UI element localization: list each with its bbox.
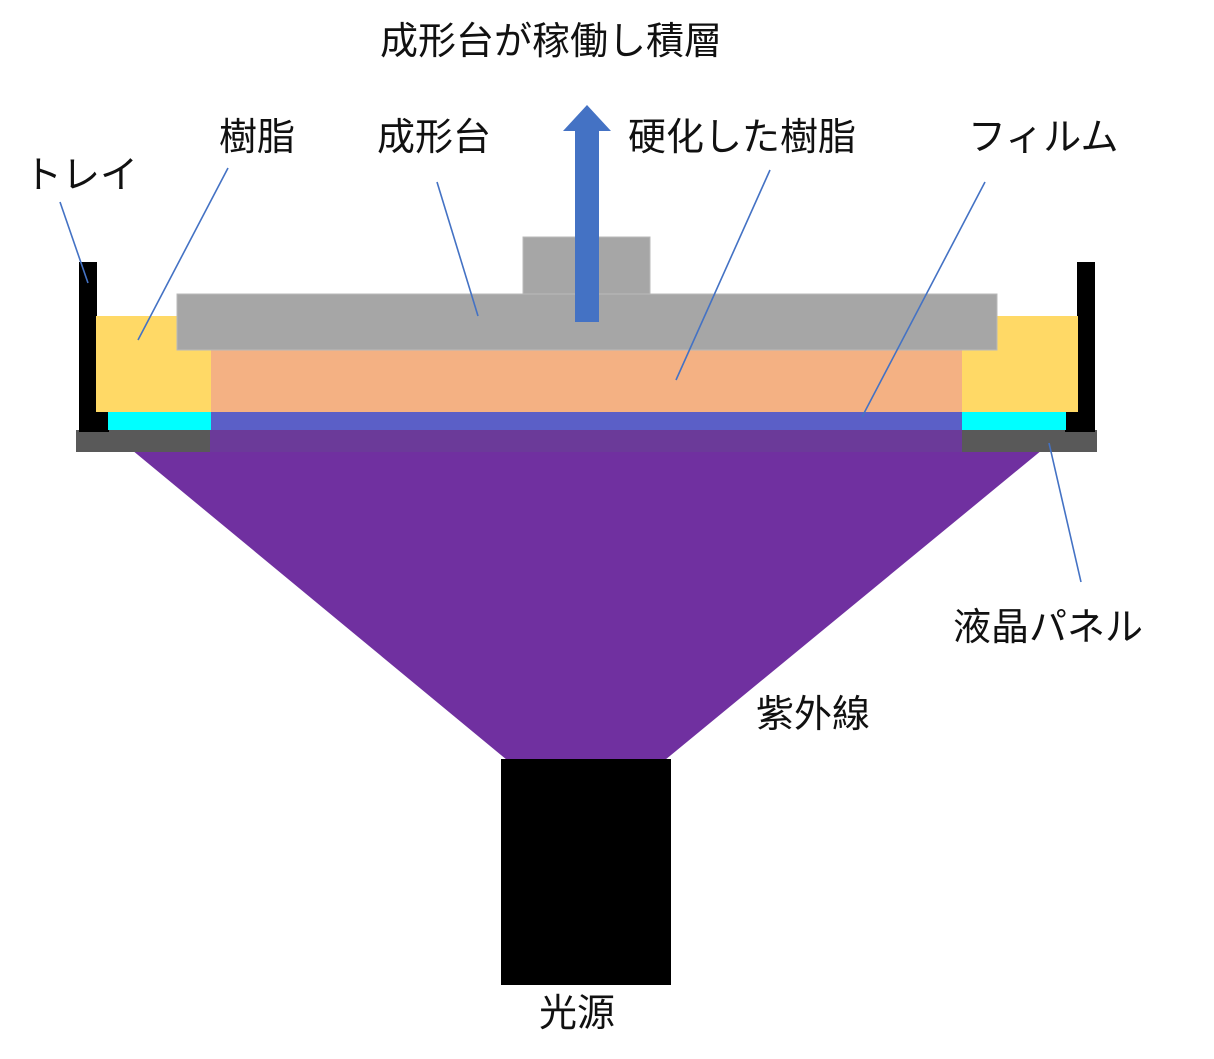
leader-cured-resin xyxy=(675,169,771,381)
leader-film xyxy=(861,181,986,418)
tray-left-wall xyxy=(79,262,97,432)
tray-right-wall xyxy=(1077,262,1095,432)
tray-left-floor xyxy=(79,412,109,432)
leader-resin xyxy=(137,167,229,341)
uv-light-cone xyxy=(132,450,1042,760)
film-right xyxy=(962,412,1066,430)
lcd-panel-active-area xyxy=(210,430,962,452)
leader-build-platform xyxy=(436,181,479,317)
label-build-platform: 成形台 xyxy=(377,115,491,159)
label-film: フィルム xyxy=(968,115,1118,159)
label-resin: 樹脂 xyxy=(219,115,295,159)
film-left xyxy=(108,412,211,430)
leader-lcd-panel xyxy=(1048,442,1082,583)
tray-right-floor xyxy=(1065,412,1095,432)
label-uv-light: 紫外線 xyxy=(756,692,870,736)
label-lcd-panel: 液晶パネル xyxy=(953,605,1143,649)
lift-arrow-head xyxy=(563,105,611,131)
label-light-source: 光源 xyxy=(539,991,615,1035)
label-tray: トレイ xyxy=(24,153,138,197)
label-cured-resin: 硬化した樹脂 xyxy=(628,115,856,159)
film-center xyxy=(211,412,962,430)
light-source-box xyxy=(501,759,671,985)
leader-tray xyxy=(59,201,89,284)
cured-resin xyxy=(211,349,962,412)
diagram-title: 成形台が稼働し積層 xyxy=(380,19,722,63)
lift-arrow-shaft xyxy=(575,130,599,322)
